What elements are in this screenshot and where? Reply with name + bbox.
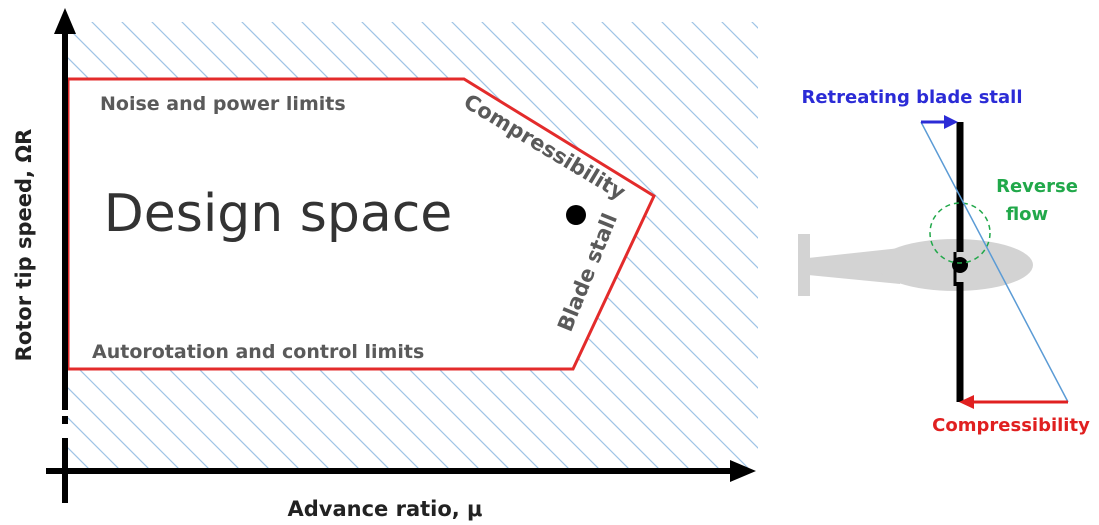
hatch-line xyxy=(1090,0,1099,525)
noise-power-limit-label: Noise and power limits xyxy=(100,93,346,115)
hatch-line xyxy=(1060,0,1099,525)
hatch-line xyxy=(68,327,211,470)
compressibility-arrow-head xyxy=(959,395,974,409)
tail-fin xyxy=(798,234,810,296)
hatch-line xyxy=(661,22,758,119)
hatch-line xyxy=(481,22,758,299)
hatch-line xyxy=(1030,0,1099,525)
hatch-line xyxy=(451,22,758,329)
hatch-line xyxy=(68,267,271,470)
tail-boom xyxy=(808,248,900,284)
hatch-line xyxy=(631,22,758,149)
velocity-distribution-line xyxy=(920,121,1069,403)
hatch-line xyxy=(571,22,758,209)
reverse-flow-circle xyxy=(929,202,991,264)
hatch-line xyxy=(421,22,758,359)
design-space-label: Design space xyxy=(104,184,453,244)
hatch-line xyxy=(68,387,151,470)
reverse-flow-label-line2: flow xyxy=(1006,204,1048,225)
rotor-hub xyxy=(952,257,968,273)
x-axis xyxy=(46,460,756,482)
y-axis-label: Rotor tip speed, ΩR xyxy=(12,129,36,362)
rotor-schematic: Retreating blade stall Reverse flow Comp… xyxy=(798,87,1090,436)
autorotation-control-limit-label: Autorotation and control limits xyxy=(92,341,424,363)
retreating-blade-stall-label: Retreating blade stall xyxy=(801,87,1022,108)
hatch-line xyxy=(68,297,241,470)
y-axis-arrowhead xyxy=(54,8,76,34)
hatch-line xyxy=(601,22,758,179)
hatch-line xyxy=(511,22,758,269)
hatch-line xyxy=(691,22,758,89)
hatch-line xyxy=(541,22,758,239)
x-axis-label: Advance ratio, μ xyxy=(287,497,482,521)
hatch-line xyxy=(68,357,181,470)
x-axis-arrowhead xyxy=(730,460,756,482)
reverse-flow-label-line1: Reverse xyxy=(996,176,1078,197)
retreating-arrow-head xyxy=(944,115,958,129)
compressibility-rotor-label: Compressibility xyxy=(932,415,1090,436)
hatch-line xyxy=(68,417,121,470)
operating-point xyxy=(566,205,586,225)
